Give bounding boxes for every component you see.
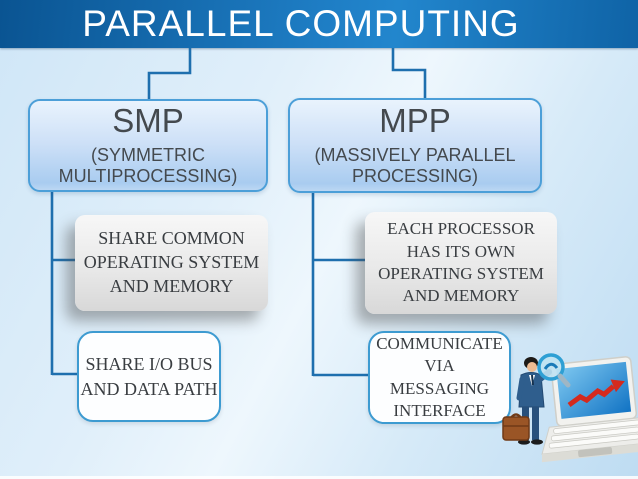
node-smp-abbr: SMP bbox=[112, 102, 184, 140]
briefcase-icon bbox=[502, 413, 530, 441]
title-bar: PARALLEL COMPUTING bbox=[0, 0, 638, 48]
node-smp-fullname: (SYMMETRIC MULTIPROCESSING) bbox=[58, 145, 238, 186]
node-mpp-child-messaging: COMMUNICATE VIA MESSAGING INTERFACE bbox=[368, 331, 511, 424]
node-mpp-fullname: (MASSIVELY PARALLEL PROCESSING) bbox=[314, 145, 516, 186]
node-smp: SMP (SYMMETRIC MULTIPROCESSING) bbox=[28, 99, 268, 192]
keyboard-keys bbox=[548, 419, 638, 449]
node-smp-child-shared-bus: SHARE I/O BUS AND DATA PATH bbox=[77, 331, 221, 422]
laptop-icon bbox=[541, 356, 638, 463]
magnifier-icon bbox=[537, 353, 571, 388]
rising-chart-arrow-icon bbox=[567, 379, 625, 408]
node-mpp: MPP (MASSIVELY PARALLEL PROCESSING) bbox=[288, 98, 542, 193]
businessman-icon bbox=[502, 353, 571, 445]
node-mpp-abbr: MPP bbox=[379, 102, 451, 140]
node-mpp-child-own-os: EACH PROCESSOR HAS ITS OWN OPERATING SYS… bbox=[365, 212, 557, 314]
bottom-edge-strip bbox=[0, 476, 638, 479]
clipart-business-analysis bbox=[488, 329, 638, 479]
connector-title-to-mpp bbox=[391, 48, 427, 100]
node-smp-child-shared-os: SHARE COMMON OPERATING SYSTEM AND MEMORY bbox=[75, 215, 268, 311]
connector-title-to-smp bbox=[147, 48, 192, 101]
slide-title: PARALLEL COMPUTING bbox=[82, 2, 520, 44]
